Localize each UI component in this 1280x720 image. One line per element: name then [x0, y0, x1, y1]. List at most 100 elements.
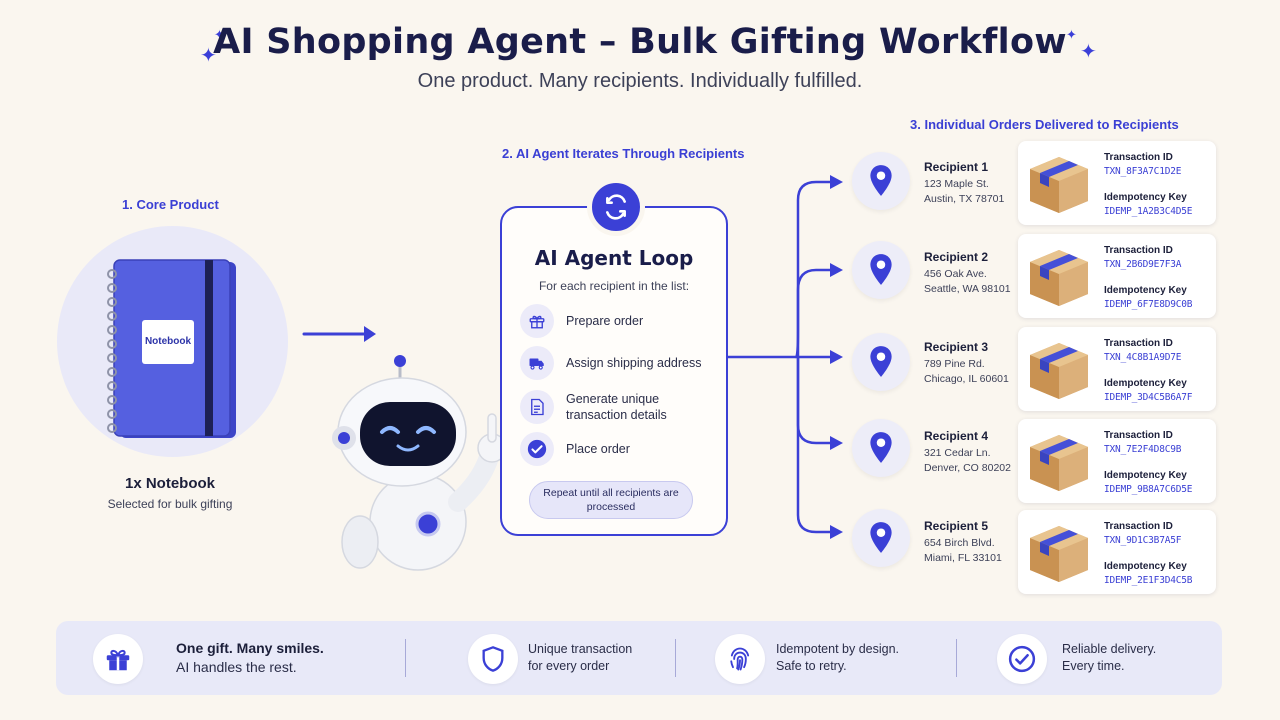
package-box-icon — [1026, 337, 1092, 406]
txn-label: Transaction ID — [1104, 521, 1173, 532]
recipient-info: Recipient 5 654 Birch Blvd. Miami, FL 33… — [924, 519, 1002, 566]
recipient-info: Recipient 2 456 Oak Ave. Seattle, WA 981… — [924, 250, 1011, 297]
check-circle-icon — [520, 432, 554, 466]
order-card: Transaction ID TXN_8F3A7C1D2E Idempotenc… — [1018, 141, 1216, 225]
footer-line: for every order — [528, 659, 610, 673]
recipient-street: 654 Birch Blvd. — [924, 537, 995, 549]
order-card: Transaction ID TXN_2B6D9E7F3A Idempotenc… — [1018, 234, 1216, 318]
idem-label: Idempotency Key — [1104, 285, 1187, 296]
footer-line: AI handles the rest. — [176, 659, 297, 675]
divider — [956, 639, 957, 677]
recipient-name: Recipient 4 — [924, 429, 989, 443]
location-pin-icon — [852, 509, 910, 567]
txn-label: Transaction ID — [1104, 430, 1173, 441]
txn-label: Transaction ID — [1104, 338, 1173, 349]
order-card: Transaction ID TXN_7E2F4D8C9B Idempotenc… — [1018, 419, 1216, 503]
footer-line: Unique transaction — [528, 642, 633, 656]
page-subtitle: One product. Many recipients. Individual… — [417, 70, 863, 92]
recipient-name: Recipient 1 — [924, 160, 989, 174]
step-label: Generate unique transaction details — [566, 392, 667, 422]
package-box-icon — [1026, 429, 1092, 498]
package-box-icon — [1026, 244, 1092, 313]
recipient-street: 789 Pine Rd. — [924, 358, 985, 370]
footer-line: Safe to retry. — [776, 659, 847, 673]
footer-item: Unique transaction for every order — [528, 641, 632, 675]
txn-value: TXN_2B6D9E7F3A — [1104, 259, 1182, 270]
refresh-icon — [587, 178, 645, 236]
idem-value: IDEMP_3D4C5B6A7F — [1104, 392, 1193, 403]
recipient-city: Denver, CO 80202 — [924, 462, 1011, 474]
product-subtitle: Selected for bulk gifting — [107, 497, 233, 511]
step-label: Prepare order — [566, 314, 644, 328]
recipient-name: Recipient 2 — [924, 250, 989, 264]
idem-value: IDEMP_1A2B3C4D5E — [1104, 206, 1193, 217]
robot-mascot — [330, 352, 520, 579]
txn-value: TXN_9D1C3B7A5F — [1104, 535, 1182, 546]
txn-label: Transaction ID — [1104, 152, 1173, 163]
recipient-info: Recipient 1 123 Maple St. Austin, TX 787… — [924, 160, 1004, 207]
arrow-right-icon — [302, 322, 382, 351]
idem-value: IDEMP_2E1F3D4C5B — [1104, 575, 1193, 586]
gift-icon — [520, 304, 554, 338]
footer-item: Reliable delivery. Every time. — [1062, 641, 1156, 675]
txn-value: TXN_8F3A7C1D2E — [1104, 166, 1182, 177]
footer-line: Reliable delivery. — [1062, 642, 1157, 656]
txn-label: Transaction ID — [1104, 245, 1173, 256]
divider — [675, 639, 676, 677]
document-icon — [520, 390, 554, 424]
sparkle-icon: ✦ — [1066, 27, 1077, 42]
recipient-street: 456 Oak Ave. — [924, 268, 987, 280]
footer-item: Idempotent by design. Safe to retry. — [776, 641, 899, 675]
location-pin-icon — [852, 419, 910, 477]
sparkle-icon: ✦ — [1080, 41, 1097, 63]
repeat-note: Repeat until all recipients are processe… — [529, 481, 693, 519]
divider — [405, 639, 406, 677]
loop-step: Generate unique transaction details — [520, 390, 720, 424]
product-name: 1x Notebook — [124, 475, 215, 492]
idem-label: Idempotency Key — [1104, 378, 1187, 389]
loop-step: Prepare order — [520, 304, 720, 338]
recipient-city: Chicago, IL 60601 — [924, 373, 1009, 385]
recipient-city: Seattle, WA 98101 — [924, 283, 1011, 295]
idem-label: Idempotency Key — [1104, 470, 1187, 481]
order-card: Transaction ID TXN_9D1C3B7A5F Idempotenc… — [1018, 510, 1216, 594]
branch-connectors — [726, 170, 852, 555]
order-card: Transaction ID TXN_4C8B1A9D7E Idempotenc… — [1018, 327, 1216, 411]
footer-line: One gift. Many smiles. — [176, 640, 324, 656]
loop-caption: For each recipient in the list: — [538, 279, 690, 293]
notebook-cover-label: Notebook — [144, 336, 192, 347]
recipient-name: Recipient 5 — [924, 519, 989, 533]
recipient-info: Recipient 4 321 Cedar Ln. Denver, CO 802… — [924, 429, 1011, 476]
recipient-street: 123 Maple St. — [924, 178, 989, 190]
loop-step: Place order — [520, 432, 720, 466]
gift-icon — [93, 634, 143, 684]
recipient-city: Austin, TX 78701 — [924, 193, 1005, 205]
truck-icon — [520, 346, 554, 380]
loop-step: Assign shipping address — [520, 346, 720, 380]
footer-line: Every time. — [1062, 659, 1125, 673]
footer-item: One gift. Many smiles. AI handles the re… — [176, 640, 324, 676]
idem-label: Idempotency Key — [1104, 192, 1187, 203]
idem-value: IDEMP_6F7E8D9C0B — [1104, 299, 1193, 310]
recipient-info: Recipient 3 789 Pine Rd. Chicago, IL 606… — [924, 340, 1009, 387]
location-pin-icon — [852, 241, 910, 299]
section-label-agent-iterates: 2. AI Agent Iterates Through Recipients — [502, 146, 745, 161]
recipient-street: 321 Cedar Ln. — [924, 447, 991, 459]
recipient-city: Miami, FL 33101 — [924, 552, 1002, 564]
section-label-core-product: 1. Core Product — [122, 197, 219, 212]
loop-title: AI Agent Loop — [534, 246, 694, 270]
location-pin-icon — [852, 333, 910, 391]
idem-value: IDEMP_9B8A7C6D5E — [1104, 484, 1193, 495]
section-label-orders-delivered: 3. Individual Orders Delivered to Recipi… — [910, 117, 1179, 132]
fingerprint-icon — [715, 634, 765, 684]
package-box-icon — [1026, 151, 1092, 220]
idem-label: Idempotency Key — [1104, 561, 1187, 572]
shield-icon — [468, 634, 518, 684]
page-title: AI Shopping Agent – Bulk Gifting Workflo… — [213, 22, 1067, 62]
sparkle-icon: ✦ — [214, 27, 225, 42]
footer-line: Idempotent by design. — [776, 642, 899, 656]
step-label: Assign shipping address — [566, 356, 702, 370]
recipient-name: Recipient 3 — [924, 340, 989, 354]
notebook-icon — [104, 258, 244, 449]
location-pin-icon — [852, 152, 910, 210]
